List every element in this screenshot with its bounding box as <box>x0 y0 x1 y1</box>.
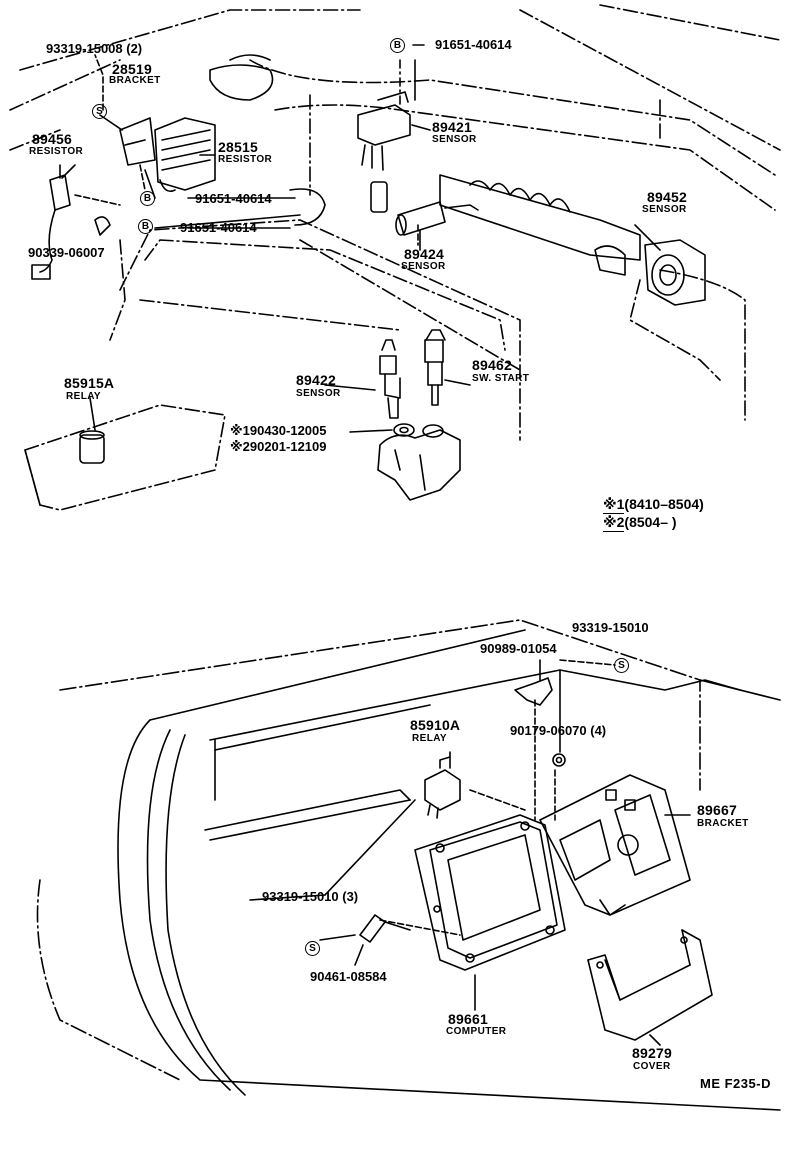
part-number-28515: 28515 <box>218 139 258 155</box>
part-number-28519: 28519 <box>112 61 152 77</box>
bolt-symbol-icon: B <box>138 219 153 234</box>
part-number-89279: 89279 <box>632 1045 672 1061</box>
switch-89462-drawing <box>424 329 446 406</box>
screw-symbol-icon: S <box>305 941 320 956</box>
part-name-cover: COVER <box>633 1061 671 1072</box>
sensor-89421-drawing <box>357 59 411 213</box>
part-number-90201-12109: ※290201-12109 <box>230 439 327 454</box>
clip-90339-drawing <box>94 216 111 236</box>
part-number-85910A: 85910A <box>410 717 461 733</box>
production-note-1: ※1(8410–8504) <box>603 496 704 514</box>
clip-90989-drawing <box>514 677 553 706</box>
fuel-rail <box>439 174 641 276</box>
part-name-sw-start: SW. START <box>472 373 530 384</box>
leader-lines-lower <box>249 659 691 1046</box>
part-number-89462: 89462 <box>472 357 512 373</box>
relay-85915A-drawing <box>24 404 226 511</box>
bolt-symbol-icon: B <box>390 38 405 53</box>
part-number-89667: 89667 <box>697 802 737 818</box>
part-name-sensor: SENSOR <box>401 261 446 272</box>
part-number-85915A: 85915A <box>64 375 115 391</box>
bolt-90461-drawing <box>359 914 411 943</box>
sensor-89422-drawing <box>379 339 401 419</box>
part-number-89422: 89422 <box>296 372 336 388</box>
diagram-reference-code: ME F235-D <box>700 1076 771 1091</box>
part-name-sensor: SENSOR <box>642 204 687 215</box>
part-name-resistor: RESISTOR <box>29 146 84 157</box>
resistor-89456-drawing <box>31 164 121 280</box>
bracket-89667-drawing <box>539 774 691 916</box>
part-number-91651-40614: 91651-40614 <box>180 220 257 235</box>
washer-drawing <box>393 423 415 437</box>
part-number-90989-01054: 90989-01054 <box>480 641 557 656</box>
part-number-90179-06070: 90179-06070 (4) <box>510 723 607 738</box>
part-number-89452: 89452 <box>647 189 687 205</box>
part-number-93319-15008: 93319-15008 (2) <box>46 41 143 56</box>
part-number-91651-40614: 91651-40614 <box>195 191 272 206</box>
part-name-relay: RELAY <box>412 733 447 744</box>
part-name-bracket: BRACKET <box>697 818 749 829</box>
part-number-89424: 89424 <box>404 246 444 262</box>
part-number-90430-12005: ※190430-12005 <box>230 423 327 438</box>
part-name-relay: RELAY <box>66 391 101 402</box>
part-number-89421: 89421 <box>432 119 472 135</box>
part-name-computer: COMPUTER <box>446 1026 507 1037</box>
production-note-2: ※2(8504– ) <box>603 514 677 532</box>
engine-bay-outline <box>9 4 781 441</box>
bolt-symbol-icon: B <box>140 191 155 206</box>
part-number-93319-15010: 93319-15010 (3) <box>262 889 359 904</box>
leader-lines-upper <box>61 44 661 433</box>
sensor-89424-drawing <box>395 201 479 246</box>
computer-89661-drawing <box>414 814 566 971</box>
nut-90179-drawing <box>552 753 566 767</box>
part-number-91651-40614: 91651-40614 <box>435 37 512 52</box>
part-number-93319-15010: 93319-15010 <box>572 620 649 635</box>
part-name-sensor: SENSOR <box>296 388 341 399</box>
part-name-sensor: SENSOR <box>432 134 477 145</box>
resistor-28515-drawing <box>94 54 216 193</box>
part-number-90339-06007: 90339-06007 <box>28 245 105 260</box>
sensor-89452-drawing <box>644 239 706 306</box>
screw-symbol-icon: S <box>614 658 629 673</box>
part-number-89661: 89661 <box>448 1011 488 1027</box>
part-number-89456: 89456 <box>32 131 72 147</box>
thermostat-housing-drawing <box>377 424 461 501</box>
relay-85910A-drawing <box>424 756 461 819</box>
part-name-bracket: BRACKET <box>109 75 161 86</box>
cover-89279-drawing <box>587 929 713 1041</box>
part-name-resistor: RESISTOR <box>218 154 273 165</box>
part-number-90461-08584: 90461-08584 <box>310 969 387 984</box>
screw-symbol-icon: S <box>92 104 107 119</box>
dash-panel-outline <box>36 619 781 1111</box>
